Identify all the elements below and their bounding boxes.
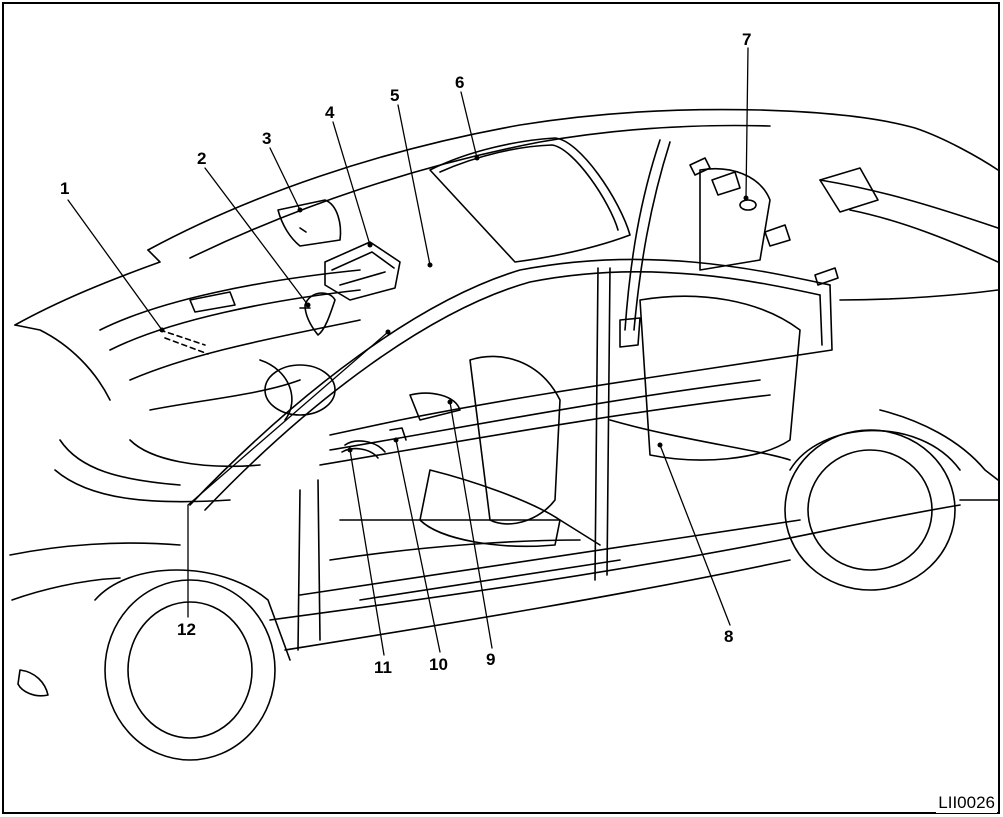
callout-5: 5 xyxy=(390,86,400,105)
leader-dots xyxy=(159,155,749,453)
callout-4: 4 xyxy=(325,103,335,122)
dashboard xyxy=(54,269,361,503)
callout-8: 8 xyxy=(724,627,734,646)
callout-7: 7 xyxy=(742,30,752,49)
callout-3: 3 xyxy=(262,129,272,148)
rear-interior-components xyxy=(689,157,879,286)
dashed-airbag-location xyxy=(159,329,209,355)
rear-seat xyxy=(609,168,801,461)
leader-lines xyxy=(67,47,749,656)
figure-code: LII0026 xyxy=(936,793,997,813)
callout-9: 9 xyxy=(486,650,496,669)
callout-1: 1 xyxy=(60,179,70,198)
car-body-outline xyxy=(9,108,999,697)
rearview-mirror xyxy=(299,292,336,336)
seat-belt xyxy=(619,139,671,348)
sun-visor xyxy=(277,199,342,247)
rear-wheel xyxy=(784,429,961,591)
front-seat xyxy=(409,355,561,548)
overhead-console xyxy=(324,241,401,301)
sunroof-panel xyxy=(429,137,631,263)
front-wheel xyxy=(94,569,291,761)
callout-12: 12 xyxy=(177,620,196,639)
callout-6: 6 xyxy=(455,73,465,92)
door-pillar-trim xyxy=(297,427,407,651)
callout-2: 2 xyxy=(197,149,207,168)
callout-11: 11 xyxy=(374,658,392,677)
callout-10: 10 xyxy=(429,655,448,674)
door-frame xyxy=(189,258,833,581)
